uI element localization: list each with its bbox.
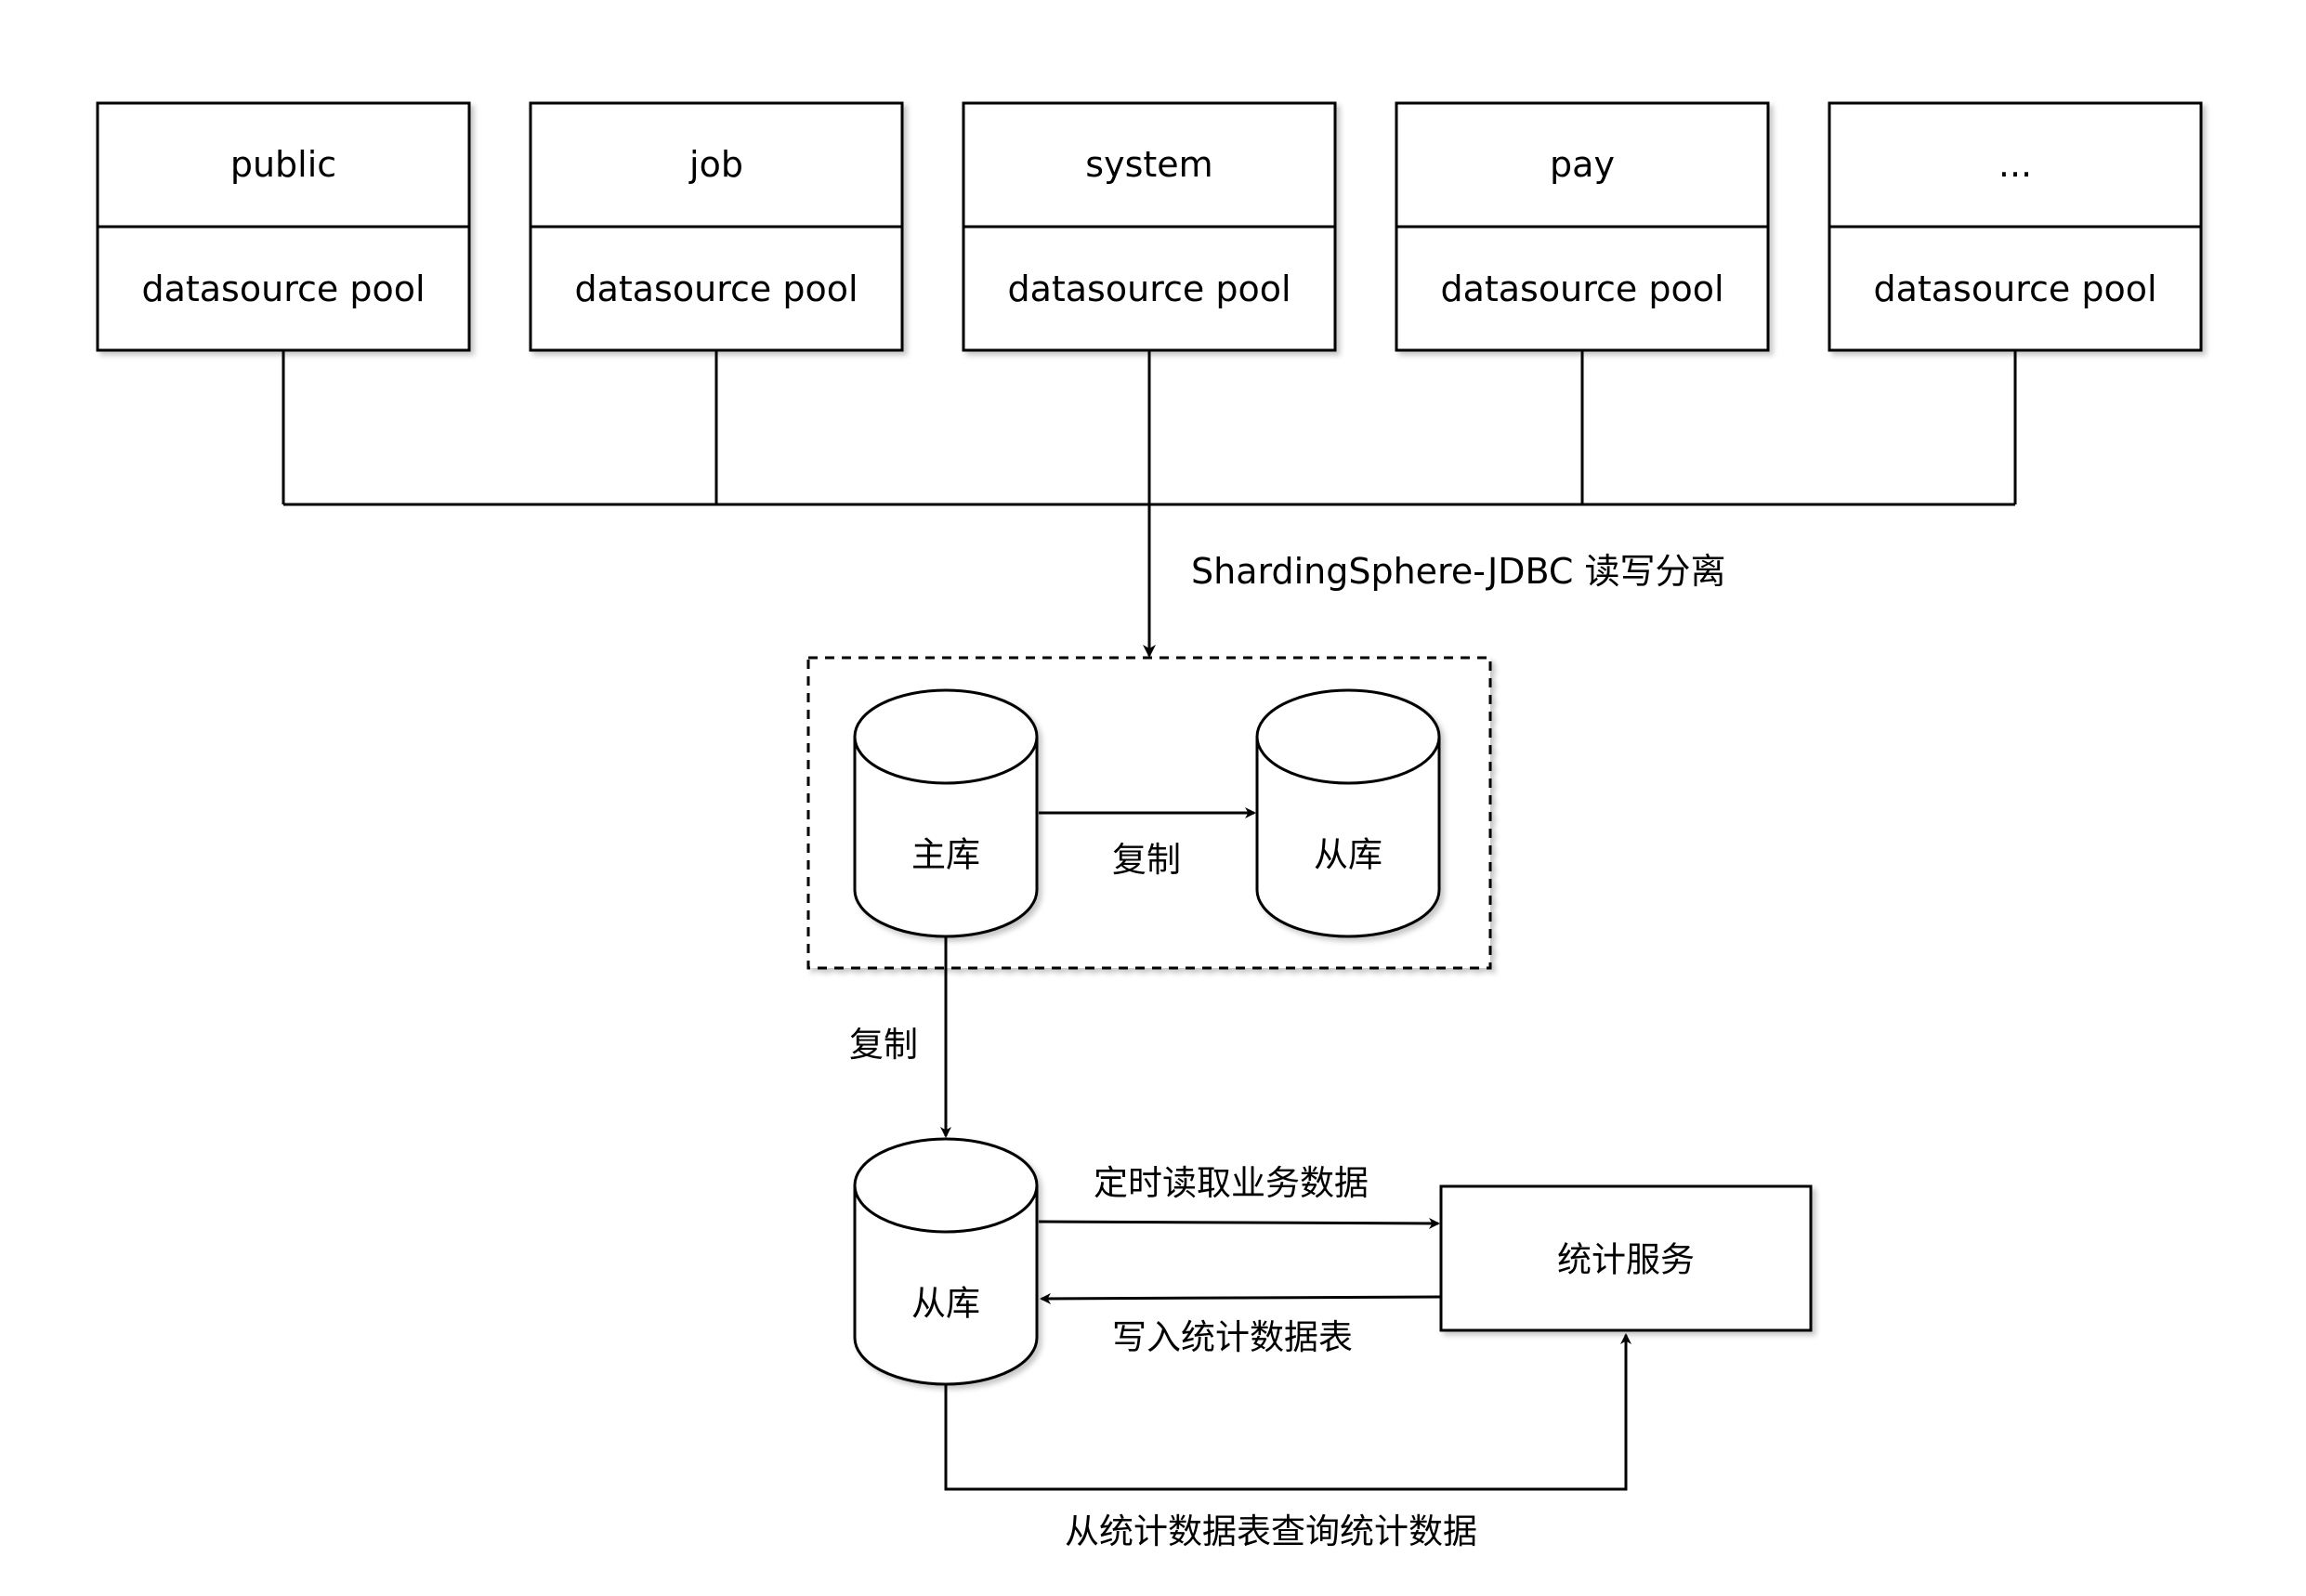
- stats-service-box: 统计服务: [1439, 1184, 1813, 1332]
- pool-box-more: ... datasource pool: [1828, 101, 2203, 352]
- replicate-label: 复制: [1112, 840, 1181, 880]
- write-stats-table-label: 写入统计数据表: [1112, 1317, 1353, 1357]
- pool-name-job: job: [688, 144, 743, 185]
- query-stats-arrow: [944, 1333, 1631, 1491]
- stats-replica-db-label: 从库: [911, 1284, 980, 1324]
- read-business-data-arrow: [1038, 1217, 1440, 1229]
- pool-label-system: datasource pool: [1007, 268, 1291, 309]
- pool-box-system: system datasource pool: [962, 101, 1337, 352]
- pool-name-more: ...: [1998, 144, 2032, 185]
- pool-box-job: job datasource pool: [529, 101, 904, 352]
- replica-db-cylinder: 从库: [1255, 688, 1441, 938]
- pool-name-pay: pay: [1550, 144, 1615, 185]
- stats-service-label: 统计服务: [1557, 1240, 1695, 1280]
- pool-box-public: public datasource pool: [96, 101, 471, 352]
- stats-replica-db-cylinder: 从库: [853, 1137, 1039, 1386]
- pool-label-public: datasource pool: [141, 268, 425, 309]
- write-stats-table-arrow: [1040, 1292, 1442, 1304]
- pool-label-job: datasource pool: [574, 268, 858, 309]
- pool-box-pay: pay datasource pool: [1395, 101, 1770, 352]
- master-db-cylinder: 主库: [853, 688, 1039, 938]
- pool-connector-bus: [282, 350, 2017, 506]
- routing-label: ShardingSphere-JDBC 读写分离: [1191, 551, 1726, 592]
- pool-label-more: datasource pool: [1873, 268, 2156, 309]
- replica-db-label: 从库: [1314, 835, 1382, 875]
- master-db-label: 主库: [911, 835, 980, 875]
- read-business-data-label: 定时读取业务数据: [1094, 1163, 1369, 1203]
- query-stats-label: 从统计数据表查询统计数据: [1065, 1511, 1477, 1551]
- replicate-down-label: 复制: [849, 1025, 918, 1065]
- pool-label-pay: datasource pool: [1440, 268, 1723, 309]
- pool-name-system: system: [1085, 144, 1212, 185]
- pool-name-public: public: [230, 144, 336, 185]
